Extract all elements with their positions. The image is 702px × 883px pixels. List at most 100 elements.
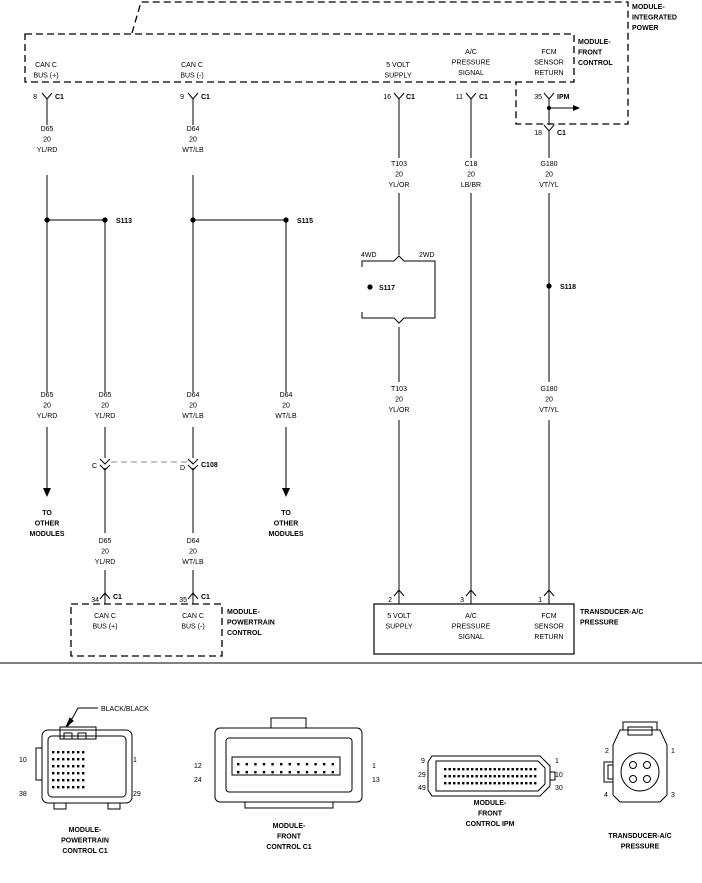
pin-cavity <box>62 786 65 789</box>
pin-cavity <box>82 786 85 789</box>
label-line: TRANSDUCER-A/C <box>580 609 643 616</box>
splice-s117: S117 <box>367 284 395 292</box>
pin-cavity <box>57 779 60 782</box>
ipm-pin-29: 29 <box>418 772 426 779</box>
connector-pin-9: 9 C1 <box>180 92 210 103</box>
pin-cavity <box>57 765 60 768</box>
pin-cavity <box>72 772 75 775</box>
module-integrated-power-box <box>131 1 629 125</box>
connector-pin-18: 18 C1 <box>534 124 566 137</box>
ipm-pin-9: 9 <box>421 758 425 765</box>
pin-cavity <box>77 772 80 775</box>
label-line: POWERTRAIN <box>61 838 109 845</box>
label-line: 5 VOLT <box>387 613 411 620</box>
pin-cavity <box>288 763 291 766</box>
fc-pin-12: 12 <box>194 763 202 770</box>
pin-cavity <box>77 765 80 768</box>
pin-cavity <box>254 771 257 774</box>
label-line: LB/BR <box>461 182 481 189</box>
label-line: FCM <box>541 613 556 620</box>
pin-cavity <box>288 771 291 774</box>
svg-text:C1: C1 <box>201 594 210 601</box>
pin-cavity <box>516 768 519 771</box>
label-line: CONTROL <box>227 630 262 637</box>
label-line: CONTROL IPM <box>466 821 515 828</box>
label-line: TO <box>281 510 291 517</box>
fc-pin-24: 24 <box>194 777 202 784</box>
pcm-pin-29: 29 <box>133 791 141 798</box>
label-line: 20 <box>545 397 553 404</box>
label-line: YL/RD <box>95 559 116 566</box>
label-line: D65 <box>41 126 54 133</box>
connector-id: C1 <box>201 94 210 101</box>
transducer-pin-4-view: 4 <box>604 792 608 799</box>
pcm-pin-34: 34 C1 <box>91 592 122 604</box>
label-line: CONTROL C1 <box>266 844 311 851</box>
label-line: MODULE- <box>578 39 611 46</box>
pin-cavity <box>453 775 456 778</box>
label-line: FCM <box>541 49 556 56</box>
pin-cavity <box>448 782 451 785</box>
pin-cavity <box>52 751 55 754</box>
label-line: WT/LB <box>182 147 204 154</box>
module-front-control-box <box>24 33 575 83</box>
pcm-pin-10: 10 <box>19 757 27 764</box>
label-line: CAN C <box>181 62 203 69</box>
label-line: CONTROL <box>578 60 613 67</box>
label-line: MODULE- <box>474 800 507 807</box>
pin-cavity <box>52 786 55 789</box>
label-line: 20 <box>101 549 109 556</box>
pin-cavity <box>498 782 501 785</box>
label-line: 20 <box>545 172 553 179</box>
fc-pin-1: 1 <box>372 763 376 770</box>
label-line: OTHER <box>35 521 60 528</box>
pin-number: 16 <box>383 94 391 101</box>
pcm-pin-35: 35 C1 <box>179 592 210 604</box>
pin-cavity <box>62 765 65 768</box>
transducer-connector-view <box>603 721 668 803</box>
pin-cavity <box>507 768 510 771</box>
label-line: FRONT <box>478 811 503 818</box>
pin-cavity <box>271 763 274 766</box>
pin-cavity <box>72 758 75 761</box>
label-line: 20 <box>189 403 197 410</box>
label-line: D64 <box>187 126 200 133</box>
svg-text:3: 3 <box>460 597 464 604</box>
label-line: YL/RD <box>95 413 116 420</box>
pin-cavity <box>457 768 460 771</box>
pin-cavity <box>67 765 70 768</box>
label-line: SUPPLY <box>385 624 412 631</box>
pin-cavity <box>82 779 85 782</box>
ipm-pin-49: 49 <box>418 785 426 792</box>
pin-cavity <box>484 782 487 785</box>
pin-cavity <box>466 782 469 785</box>
label-line: 20 <box>282 403 290 410</box>
pin-cavity <box>453 782 456 785</box>
pin-cavity <box>502 782 505 785</box>
ipm-pin-30: 30 <box>555 785 563 792</box>
transducer-pin-3-view: 3 <box>671 792 675 799</box>
label-line: 20 <box>395 172 403 179</box>
label-line: FRONT <box>578 50 603 57</box>
transducer-pin-2-view: 2 <box>605 748 609 755</box>
option-bracket-4wd-2wd <box>361 255 436 324</box>
pin-cavity <box>462 782 465 785</box>
transducer-pin-2: 2 <box>388 589 405 604</box>
pin-cavity <box>475 775 478 778</box>
pin-cavity <box>462 775 465 778</box>
label-line: 20 <box>189 549 197 556</box>
option-4wd-label: 4WD <box>361 252 377 259</box>
label-line: G180 <box>540 161 557 168</box>
label-line: D65 <box>99 392 112 399</box>
label-line: OTHER <box>274 521 299 528</box>
pin-cavity <box>480 782 483 785</box>
